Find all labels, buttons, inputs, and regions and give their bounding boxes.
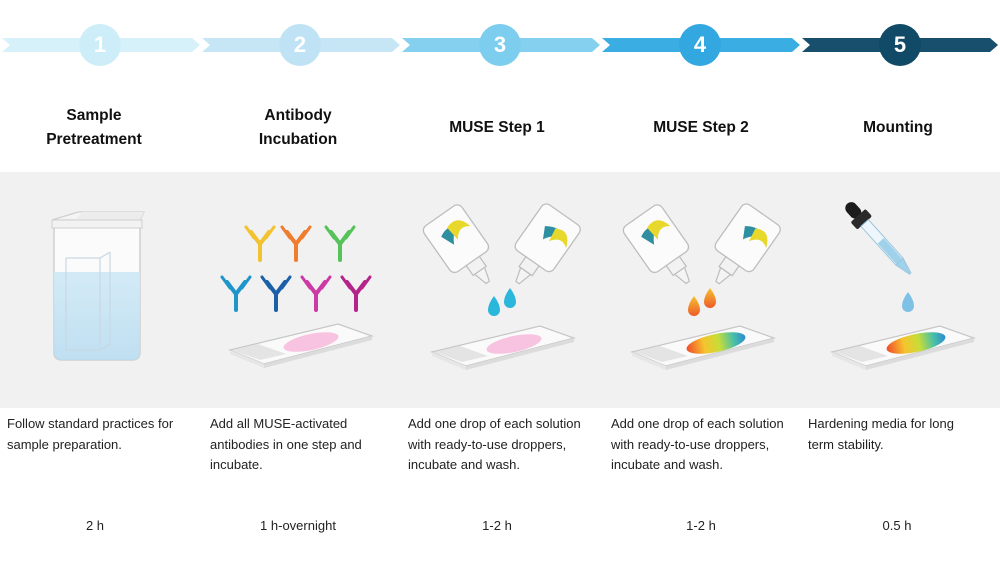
step-description-2-line: antibodies in one step and (210, 436, 362, 452)
step-title-1-line1: Sample (66, 107, 122, 124)
step-description-1-line: sample preparation. (7, 436, 122, 452)
slide-icon (830, 325, 977, 370)
step-description-2: Add all MUSE-activated antibodies in one… (210, 414, 402, 476)
sample-container-icon (51, 211, 145, 361)
step-description-5: Hardening media for long term stability. (808, 414, 1000, 455)
antibody-icon (244, 225, 276, 262)
step-description-4: Add one drop of each solution with ready… (611, 414, 803, 476)
step-duration-5: 0.5 h (882, 518, 912, 533)
step-title-2-line2: Incubation (258, 131, 338, 148)
antibody-icon (280, 225, 312, 262)
step-arrow-3 (402, 24, 600, 66)
drop-icon (902, 292, 914, 312)
step-title-1-line2: Pretreatment (46, 131, 142, 148)
step-duration-2: 1 h-overnight (260, 518, 336, 533)
step-arrow-5 (802, 24, 998, 66)
step-title-4: MUSE Step 2 (653, 119, 749, 136)
step-number-5: 5 (893, 32, 907, 57)
drop-icon (704, 288, 716, 308)
step-title-1: Sample Pretreatment (4, 104, 184, 152)
step-description-1-line: Follow standard practices for (7, 416, 174, 431)
antibodies-slide-illustration (220, 225, 375, 368)
step-duration-3: 1-2 h (482, 518, 512, 533)
step-description-3-line: with ready-to-use droppers, (408, 436, 567, 452)
step-description-2-line: incubate. (210, 457, 263, 472)
step-duration-1: 2 h (85, 518, 105, 533)
step-description-1: Follow standard practices for sample pre… (7, 414, 199, 455)
step-title-3: MUSE Step 1 (449, 119, 545, 136)
step-arrow-1 (2, 24, 200, 66)
step-title-2-line1: Antibody (264, 107, 332, 124)
step-description-3: Add one drop of each solution with ready… (408, 414, 600, 476)
step-number-2: 2 (293, 32, 307, 57)
step-title-5: Mounting (863, 119, 933, 136)
step-arrow-banner (2, 24, 998, 66)
step-number-1: 1 (93, 32, 107, 57)
dropper-bottle-right (514, 203, 581, 285)
pipette-slide-illustration (830, 202, 977, 370)
step-duration-4: 1-2 h (686, 518, 716, 533)
step-number-3: 3 (493, 32, 507, 57)
step-description-4-line: Add one drop of each solution (611, 416, 784, 431)
dropper-bottle-left (622, 204, 691, 285)
illustration-panel (0, 172, 1000, 408)
step-description-3-line: Add one drop of each solution (408, 416, 581, 431)
antibody-icon (260, 275, 292, 312)
antibody-icon (324, 225, 356, 262)
step-description-4-line: with ready-to-use droppers, (611, 436, 770, 452)
antibody-icons (220, 225, 372, 312)
slide-icon (630, 325, 777, 370)
drop-icon (504, 288, 516, 308)
antibody-icon (300, 275, 332, 312)
antibody-icon (340, 275, 372, 312)
antibody-icon (220, 275, 252, 312)
step-number-4: 4 (693, 32, 707, 57)
step-arrow-4 (602, 24, 800, 66)
pipette-icon (845, 202, 912, 275)
slide-icon (228, 323, 375, 368)
step-description-5-line: term stability. (808, 436, 884, 452)
step-description-2-line: Add all MUSE-activated (210, 416, 348, 431)
dropper-bottle-left (422, 204, 491, 285)
step-title-2: Antibody Incubation (208, 104, 388, 152)
drop-icon (688, 296, 700, 316)
dropper-bottle-right (714, 203, 781, 285)
droppers-slide-illustration-1 (422, 203, 581, 370)
slide-icon (430, 325, 577, 370)
step-description-4-line: incubate and wash. (611, 457, 724, 472)
step-description-3-line: incubate and wash. (408, 457, 521, 472)
droppers-slide-illustration-2 (622, 203, 781, 370)
drop-icon (488, 296, 500, 316)
step-arrow-2 (202, 24, 400, 66)
step-description-5-line: Hardening media for long (808, 416, 954, 431)
